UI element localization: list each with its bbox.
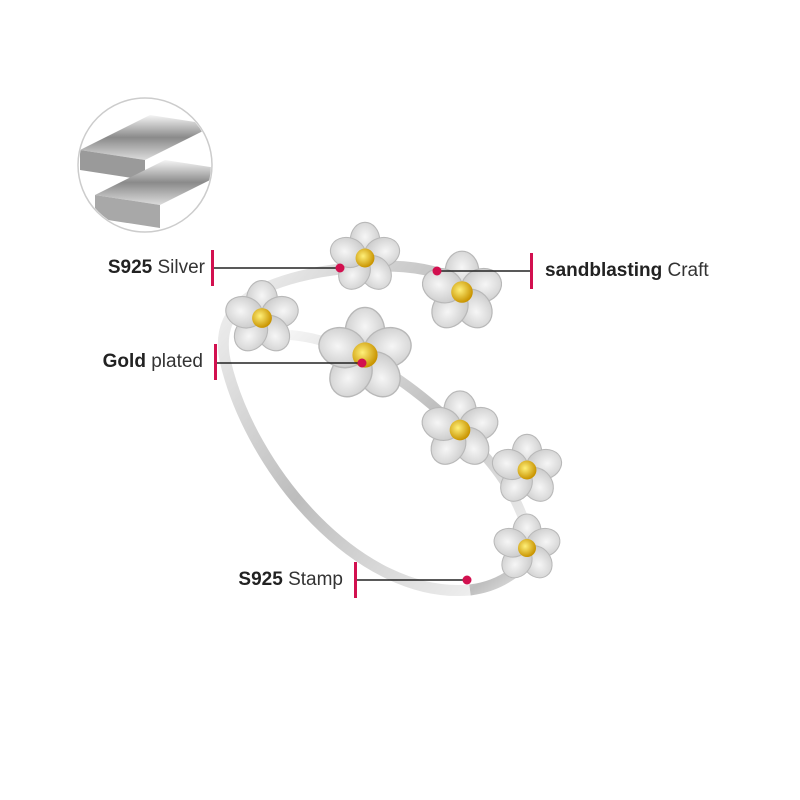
flower bbox=[489, 513, 565, 585]
annotation-bold: S925 bbox=[107, 257, 153, 278]
annotation-silver: S925 Silver bbox=[108, 257, 205, 279]
annotation-text: Craft bbox=[667, 260, 709, 281]
flower bbox=[417, 250, 507, 336]
annotation-sandblasting: sandblasting Craft bbox=[545, 260, 709, 282]
annotation-gold-plated: Gold plated bbox=[103, 351, 203, 373]
silver-material-swatch bbox=[77, 97, 213, 233]
annotation-text: Stamp bbox=[288, 569, 343, 590]
flower bbox=[487, 433, 567, 509]
annotation-text: plated bbox=[151, 351, 203, 372]
flower bbox=[221, 280, 303, 358]
annotation-stamp: S925 Stamp bbox=[238, 569, 343, 591]
annotation-bold: sandblasting bbox=[545, 260, 663, 281]
flower bbox=[325, 221, 405, 297]
flower bbox=[312, 306, 418, 406]
annotation-leaders bbox=[211, 250, 533, 598]
annotation-bold: Gold bbox=[102, 351, 146, 372]
annotation-bold: S925 bbox=[238, 569, 283, 590]
annotation-text: Silver bbox=[157, 257, 205, 278]
flowers bbox=[221, 221, 567, 585]
